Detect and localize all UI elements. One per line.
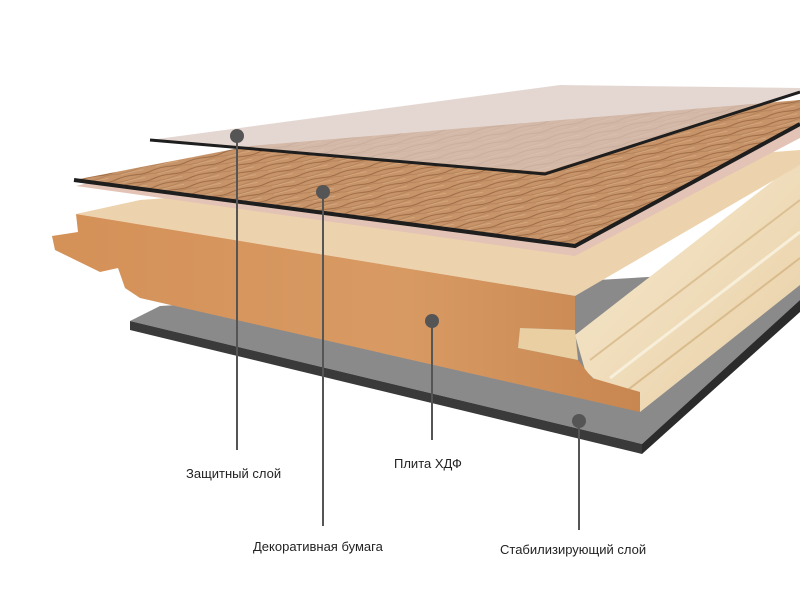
label-decorative-paper: Декоративная бумага [253,539,383,555]
label-protective-layer: Защитный слой [186,466,281,482]
marker-dot [316,185,330,199]
marker-dot [230,129,244,143]
label-stabilizing-layer: Стабилизирующий слой [500,542,646,558]
marker-dot [572,414,586,428]
marker-dot [425,314,439,328]
label-hdf-board: Плита ХДФ [394,456,462,472]
